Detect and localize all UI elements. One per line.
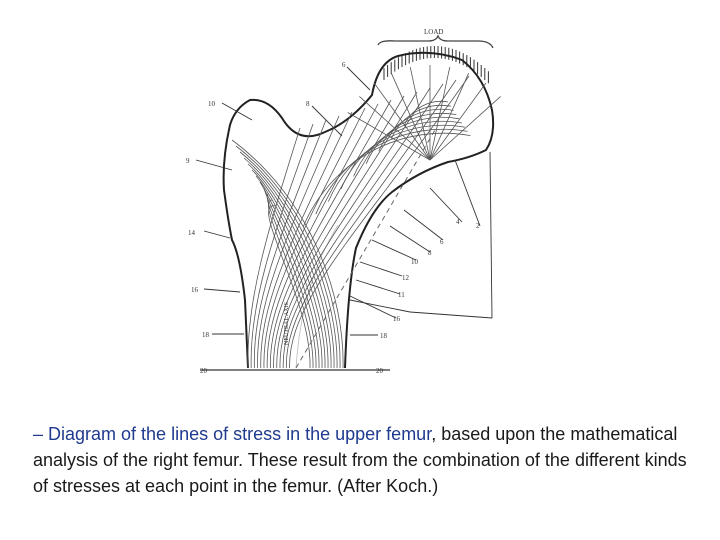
load-label: LOAD xyxy=(424,28,443,36)
tensile-line xyxy=(259,181,323,369)
radial-line xyxy=(373,82,431,161)
radial-line xyxy=(429,73,470,161)
label-right-4: 4 xyxy=(456,218,460,226)
tensile-line xyxy=(243,157,335,369)
label-right-8: 8 xyxy=(428,249,432,257)
radial-line xyxy=(429,82,487,161)
neutral-axis-label: NEUTRAL AXIS xyxy=(284,302,290,345)
diagram-labels: 10 9 14 16 18 20 6 8 2 4 6 8 10 12 11 16… xyxy=(186,61,480,375)
cross-arc xyxy=(365,112,457,164)
label-left-16: 16 xyxy=(191,286,199,294)
label-left-14: 14 xyxy=(188,229,196,237)
label-left-20: 20 xyxy=(200,367,208,375)
tensile-line xyxy=(255,175,326,369)
cross-arc xyxy=(378,108,454,152)
figure-caption: – Diagram of the lines of stress in the … xyxy=(33,421,693,499)
compressive-line xyxy=(285,79,457,369)
tensile-line xyxy=(263,187,320,369)
cross-arc xyxy=(391,105,451,139)
tensile-line xyxy=(266,193,317,369)
compressive-line xyxy=(257,115,340,369)
tensile-line xyxy=(268,205,311,369)
label-left-18: 18 xyxy=(202,331,210,339)
label-right-18: 18 xyxy=(380,332,388,340)
caption-body: , based upon the mathematical analysis o… xyxy=(33,424,687,496)
label-top-8: 8 xyxy=(306,100,310,108)
compressive-line xyxy=(269,99,392,369)
load-hatching xyxy=(383,46,489,84)
label-right-11: 11 xyxy=(398,291,405,299)
load-brace xyxy=(377,34,494,49)
label-top-6: 6 xyxy=(342,61,346,69)
tensile-line xyxy=(235,145,341,369)
cross-arc xyxy=(340,120,463,190)
cross-arc xyxy=(315,128,468,215)
compressive-line xyxy=(282,83,444,369)
tensile-line xyxy=(251,169,329,369)
compressive-line xyxy=(250,123,314,369)
radial-line xyxy=(409,66,431,161)
label-left-10: 10 xyxy=(208,100,216,108)
label-right-6: 6 xyxy=(440,238,444,246)
label-right-20: 20 xyxy=(376,367,384,375)
label-right-10: 10 xyxy=(411,258,419,266)
label-right-16: 16 xyxy=(393,315,401,323)
caption-lead: – Diagram of the lines of stress in the … xyxy=(33,424,432,444)
label-left-9: 9 xyxy=(186,157,190,165)
femur-stress-diagram: LOAD NEUTRAL AXIS 10 9 14 1 xyxy=(186,28,501,375)
radial-line xyxy=(359,96,431,161)
leader-lines xyxy=(195,66,493,336)
intertrochanteric-notch xyxy=(295,224,339,369)
tensile-line xyxy=(239,151,338,369)
tensile-line xyxy=(231,139,344,369)
compressive-line xyxy=(247,127,301,369)
cross-arc xyxy=(353,116,460,177)
cross-arc xyxy=(302,132,471,227)
compressive-line xyxy=(263,107,366,369)
radial-line xyxy=(429,96,501,161)
femur-outline xyxy=(222,51,495,369)
compressive-line xyxy=(260,111,353,369)
compressive-line xyxy=(289,75,470,369)
radial-line xyxy=(429,66,451,161)
compressive-line xyxy=(253,119,327,369)
label-right-2: 2 xyxy=(476,222,480,230)
label-right-12: 12 xyxy=(402,274,410,282)
radial-line xyxy=(390,73,431,161)
stress-lines xyxy=(231,65,501,369)
neutral-axis xyxy=(295,129,436,369)
cross-arc xyxy=(328,124,465,202)
compressive-line xyxy=(276,91,418,369)
radial-line xyxy=(347,112,431,161)
tensile-line xyxy=(247,163,332,369)
